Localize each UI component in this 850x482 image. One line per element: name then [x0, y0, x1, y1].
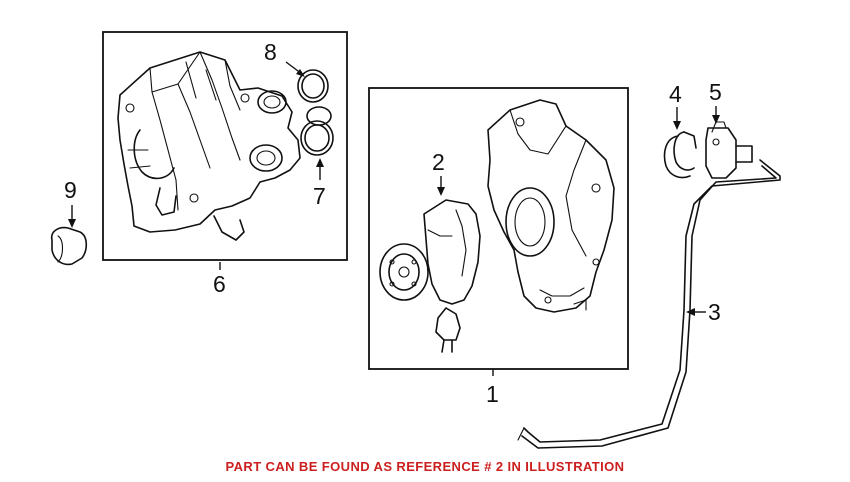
- callout-6: 6: [213, 271, 226, 297]
- callout-9: 9: [64, 177, 77, 203]
- callout-2: 2: [432, 149, 445, 175]
- coolant-hose-part: [517, 159, 781, 449]
- plug-part: [50, 226, 88, 266]
- callout-8: 8: [264, 39, 277, 65]
- reference-caption: PART CAN BE FOUND AS REFERENCE # 2 IN IL…: [225, 459, 625, 474]
- water-pump-part: [379, 199, 481, 353]
- o-ring-lower-part: [300, 106, 334, 156]
- valve-part: [705, 121, 753, 179]
- hose-clamp-part: [663, 131, 697, 179]
- callout-3: 3: [708, 299, 721, 325]
- callout-7: 7: [313, 183, 326, 209]
- callout-5: 5: [709, 79, 722, 105]
- pump-group-box: [368, 87, 629, 370]
- callout-4: 4: [669, 81, 682, 107]
- thermostat-housing-part: [117, 51, 301, 241]
- callout-1: 1: [486, 381, 499, 407]
- o-ring-upper-part: [297, 69, 329, 103]
- housing-group-box: [102, 31, 348, 261]
- callout-leaders: [68, 61, 720, 376]
- pump-housing-part: [487, 99, 615, 313]
